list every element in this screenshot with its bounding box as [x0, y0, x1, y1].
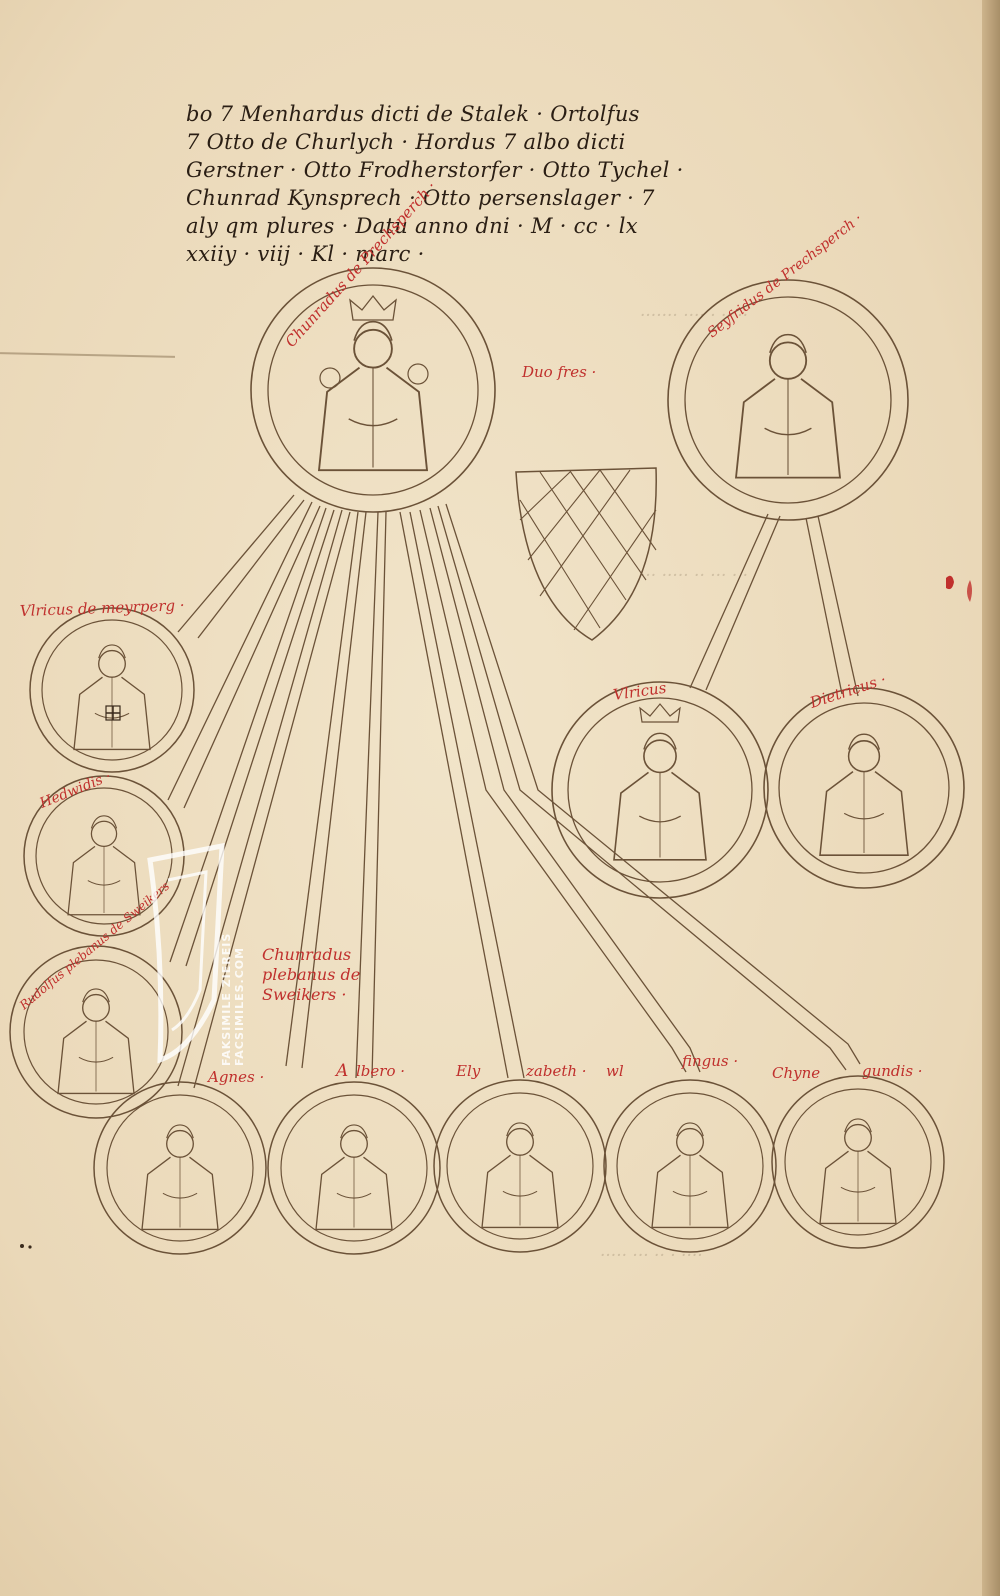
label-wlfingus-1: wl — [606, 1062, 624, 1080]
label-albero-1: A — [334, 1061, 348, 1081]
connector-lines — [167, 494, 861, 1089]
watermark-logo — [147, 842, 225, 1064]
label-vlricus: Vlricus — [612, 679, 668, 704]
label-chunradus-pleb-2: plebanus de — [262, 965, 360, 984]
medallion-rudolfus — [9, 945, 183, 1119]
text-line: aly qm plures · Datu anno dni · M · cc ·… — [186, 214, 638, 238]
charter-text: bo 7 Menhardus dicti de Stalek · Ortolfu… — [186, 100, 683, 268]
ink-dot — [20, 1244, 24, 1248]
text-line: 7 Otto de Churlych · Hordus 7 albo dicti — [186, 130, 626, 154]
medallion-vlricus — [551, 681, 769, 899]
label-rudolfus: Rudolfus plebanus de Sweikers — [16, 879, 172, 1013]
medallion-ulricus-meyrperg — [29, 607, 195, 773]
medallion-wlfingus — [603, 1079, 777, 1253]
text-line: Chunrad Kynsprech · Otto persenslager · … — [186, 186, 655, 210]
medallion-dietricus — [763, 687, 965, 889]
label-chunradus-top: Chunradus de Prechsperch · — [282, 178, 440, 351]
medallion-chunradus — [250, 267, 496, 513]
watermark-text: FAKSIMILE ZIEREIS FACSIMILES.COM — [220, 932, 246, 1066]
medallion-albero — [267, 1081, 441, 1255]
label-hedwigis: Hedwidis · — [37, 769, 114, 812]
label-ulricus-meyrperg: Vlricus de meyrperg · — [20, 596, 185, 620]
label-chunegundis-1: Chyne — [772, 1064, 820, 1082]
page-edge — [982, 0, 1000, 1596]
coat-of-arms-shield — [515, 467, 657, 641]
label-albero-2: lbero · — [356, 1062, 405, 1080]
label-dietricus: Dietricus · — [807, 670, 889, 712]
label-duo-fres: Duo fres · — [521, 363, 596, 381]
label-wlfingus-2: fingus · — [681, 1052, 738, 1070]
label-elyzabeth-2: zabeth · — [525, 1062, 587, 1080]
show-through-text: ··· ····· ·· ··· · · — [640, 566, 749, 586]
label-agnes: Agnes · — [206, 1068, 264, 1086]
label-chunradus-pleb-3: Sweikers · — [262, 985, 346, 1004]
label-seyfridus: Seyfridus de Prechsperch · — [705, 211, 866, 342]
label-elyzabeth-1: Ely — [455, 1062, 481, 1080]
medallion-chunegundis — [771, 1075, 945, 1249]
ink-dot — [28, 1245, 32, 1249]
text-line: bo 7 Menhardus dicti de Stalek · Ortolfu… — [186, 102, 640, 126]
medallion-elyzabeth — [433, 1079, 607, 1253]
label-chunradus-pleb-1: Chunradus — [262, 945, 351, 964]
medallion-seyfridus — [667, 279, 909, 521]
medallion-agnes — [93, 1081, 267, 1255]
rubric-labels: Chunradus de Prechsperch · Seyfridus de … — [16, 178, 922, 1086]
label-chunegundis-2: gundis · — [862, 1062, 923, 1080]
text-line: xxiiy · viij · Kl · marc · — [186, 242, 425, 266]
red-margin-mark — [946, 575, 972, 602]
